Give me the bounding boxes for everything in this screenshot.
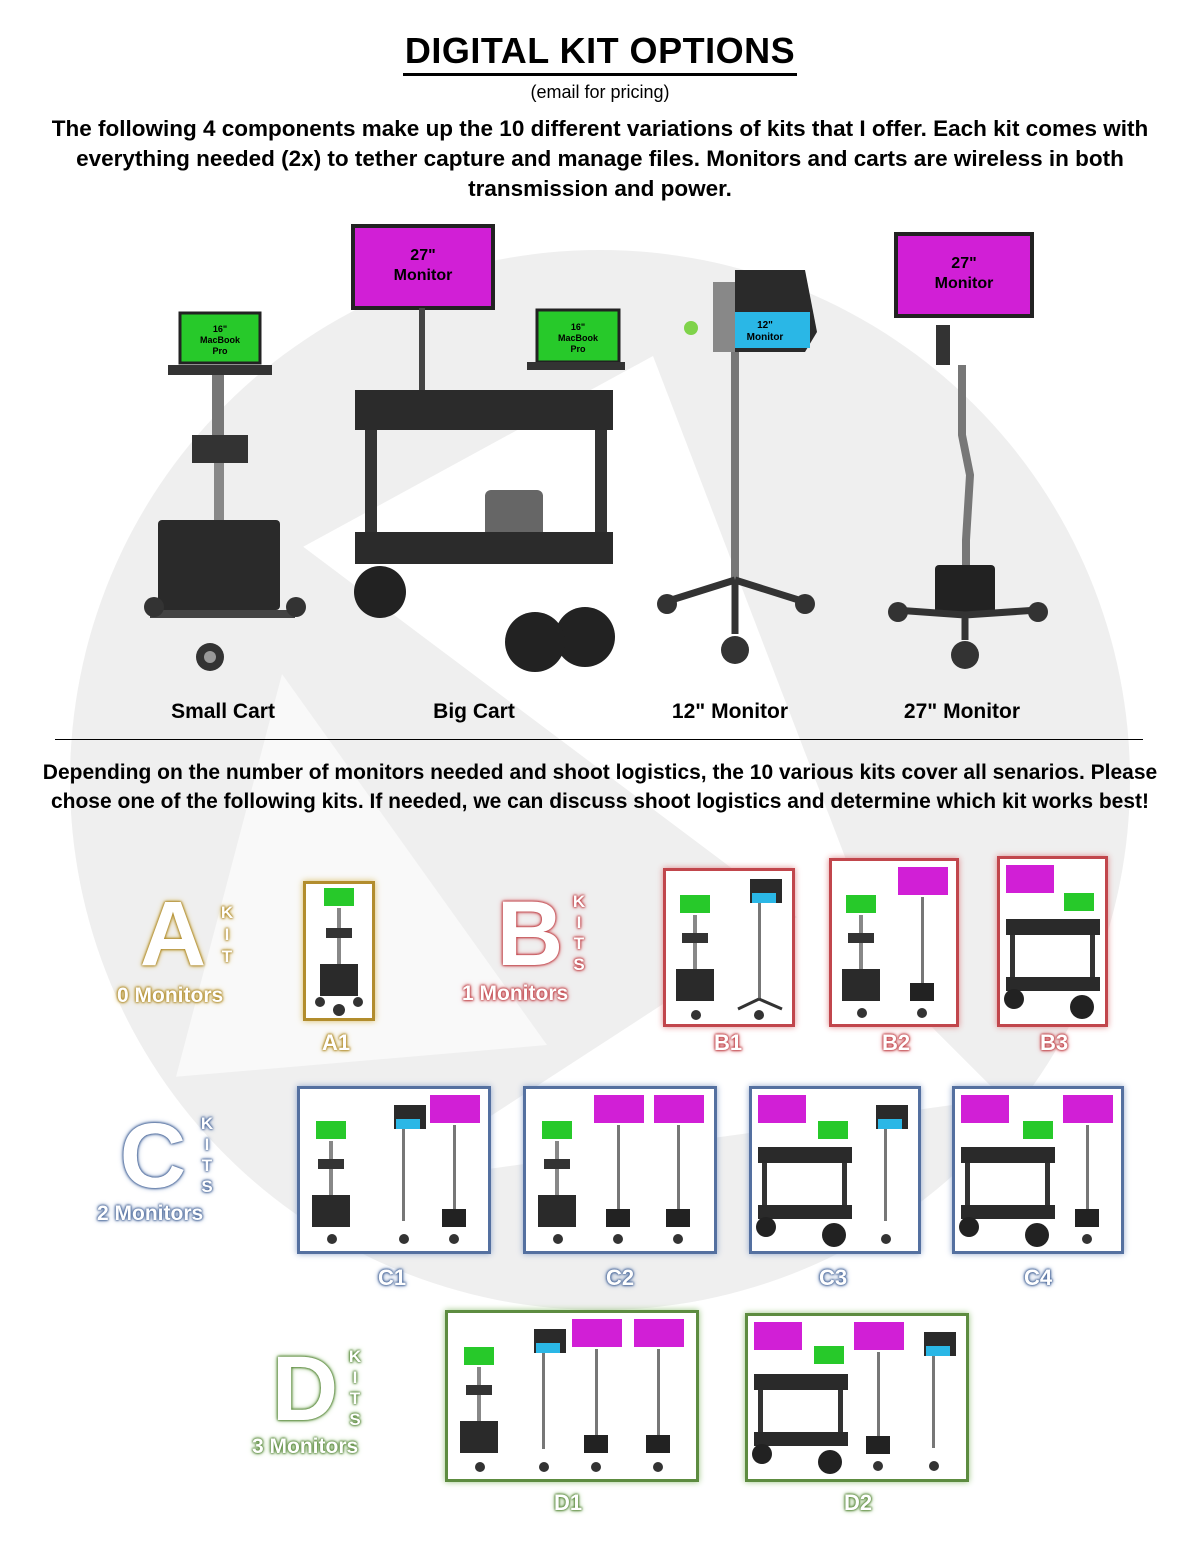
big-cart-laptop-line1: 16": [571, 322, 585, 332]
small-cart-image: 16" MacBook Pro: [144, 311, 306, 671]
monitor-12-screen-line2: Monitor: [747, 332, 784, 343]
kit-a1-card[interactable]: [303, 881, 375, 1021]
kit-group-a-monitors: 0 Monitors: [117, 984, 224, 1007]
kit-b3-image: [1004, 865, 1100, 1019]
kit-group-a-letter: A: [139, 883, 207, 985]
kit-b3-label[interactable]: B3: [1039, 1030, 1069, 1055]
kit-c2-label[interactable]: C2: [605, 1265, 635, 1290]
monitor-12-image: 12" Monitor: [657, 270, 817, 664]
kit-selection-paragraph: Depending on the number of monitors need…: [42, 761, 1158, 813]
monitor-12-screen-line1: 12": [757, 320, 773, 331]
kit-b2-image: [842, 867, 948, 1018]
kit-d2-card[interactable]: [745, 1313, 969, 1482]
monitor-27-screen-line1: 27": [951, 255, 976, 272]
kit-d1-label[interactable]: D1: [553, 1490, 583, 1515]
kit-c3-label[interactable]: C3: [818, 1265, 848, 1290]
page-title: DIGITAL KIT OPTIONS: [0, 30, 1200, 76]
kit-group-d-monitors: 3 Monitors: [252, 1435, 359, 1458]
kit-group-c-monitors: 2 Monitors: [97, 1202, 204, 1225]
kit-c4-image: [959, 1095, 1113, 1247]
pricing-note: (email for pricing): [530, 82, 670, 102]
big-cart-image: 27" Monitor 16" MacBook Pro: [351, 224, 625, 672]
kit-group-d-vertical: KITS: [345, 1347, 365, 1431]
big-cart-laptop-line3: Pro: [570, 344, 586, 354]
kit-a1-label[interactable]: A1: [321, 1030, 351, 1055]
kit-a1-image: [315, 888, 363, 1016]
kit-c4-label[interactable]: C4: [1023, 1265, 1053, 1290]
kit-group-b-vertical: KITS: [569, 892, 589, 976]
kit-b2-label[interactable]: B2: [881, 1030, 911, 1055]
kit-c1-label[interactable]: C1: [377, 1265, 407, 1290]
kit-c2-card[interactable]: [523, 1086, 717, 1254]
monitor-12-label: 12" Monitor: [671, 700, 789, 723]
kit-c3-card[interactable]: [749, 1086, 921, 1254]
kit-group-d-letter: D: [271, 1338, 339, 1440]
kit-b1-label[interactable]: B1: [713, 1030, 743, 1055]
small-cart-label: Small Cart: [171, 700, 275, 723]
monitor-27-screen-line2: Monitor: [935, 275, 994, 292]
kit-group-b-letter: B: [496, 883, 564, 985]
intro-paragraph: The following 4 components make up the 1…: [51, 116, 1149, 201]
kit-b1-image: [676, 879, 783, 1020]
big-cart-monitor-line1: 27": [410, 247, 435, 264]
page-title-text: DIGITAL KIT OPTIONS: [402, 30, 798, 76]
kit-b3-card[interactable]: [997, 856, 1108, 1027]
big-cart-monitor-line2: Monitor: [394, 267, 453, 284]
kit-d2-image: [752, 1322, 956, 1474]
kit-d1-card[interactable]: [445, 1310, 699, 1482]
kit-c4-card[interactable]: [952, 1086, 1124, 1254]
kit-b1-card[interactable]: [663, 868, 795, 1027]
monitor-27-label: 27" Monitor: [903, 700, 1021, 723]
kit-d2-label[interactable]: D2: [843, 1490, 873, 1515]
monitor-27-image: 27" Monitor: [888, 232, 1048, 669]
kit-c2-image: [538, 1095, 704, 1244]
small-cart-screen-line2: MacBook: [200, 335, 241, 345]
big-cart-laptop-line2: MacBook: [558, 333, 599, 343]
kit-d1-image: [460, 1319, 684, 1472]
small-cart-screen-line1: 16": [213, 324, 227, 334]
big-cart-label: Big Cart: [433, 700, 515, 723]
watermark-logo: [70, 250, 1130, 1310]
kit-c1-image: [312, 1095, 480, 1244]
kit-group-b-monitors: 1 Monitors: [462, 982, 569, 1005]
kit-group-c-vertical: KITS: [197, 1114, 217, 1198]
kit-c3-image: [756, 1095, 908, 1247]
kit-b2-card[interactable]: [829, 858, 959, 1027]
small-cart-screen-line3: Pro: [212, 346, 228, 356]
section-divider: [55, 739, 1143, 740]
kit-group-c-letter: C: [119, 1105, 187, 1207]
kit-c1-card[interactable]: [297, 1086, 491, 1254]
kit-group-a-vertical: KIT: [217, 903, 237, 969]
